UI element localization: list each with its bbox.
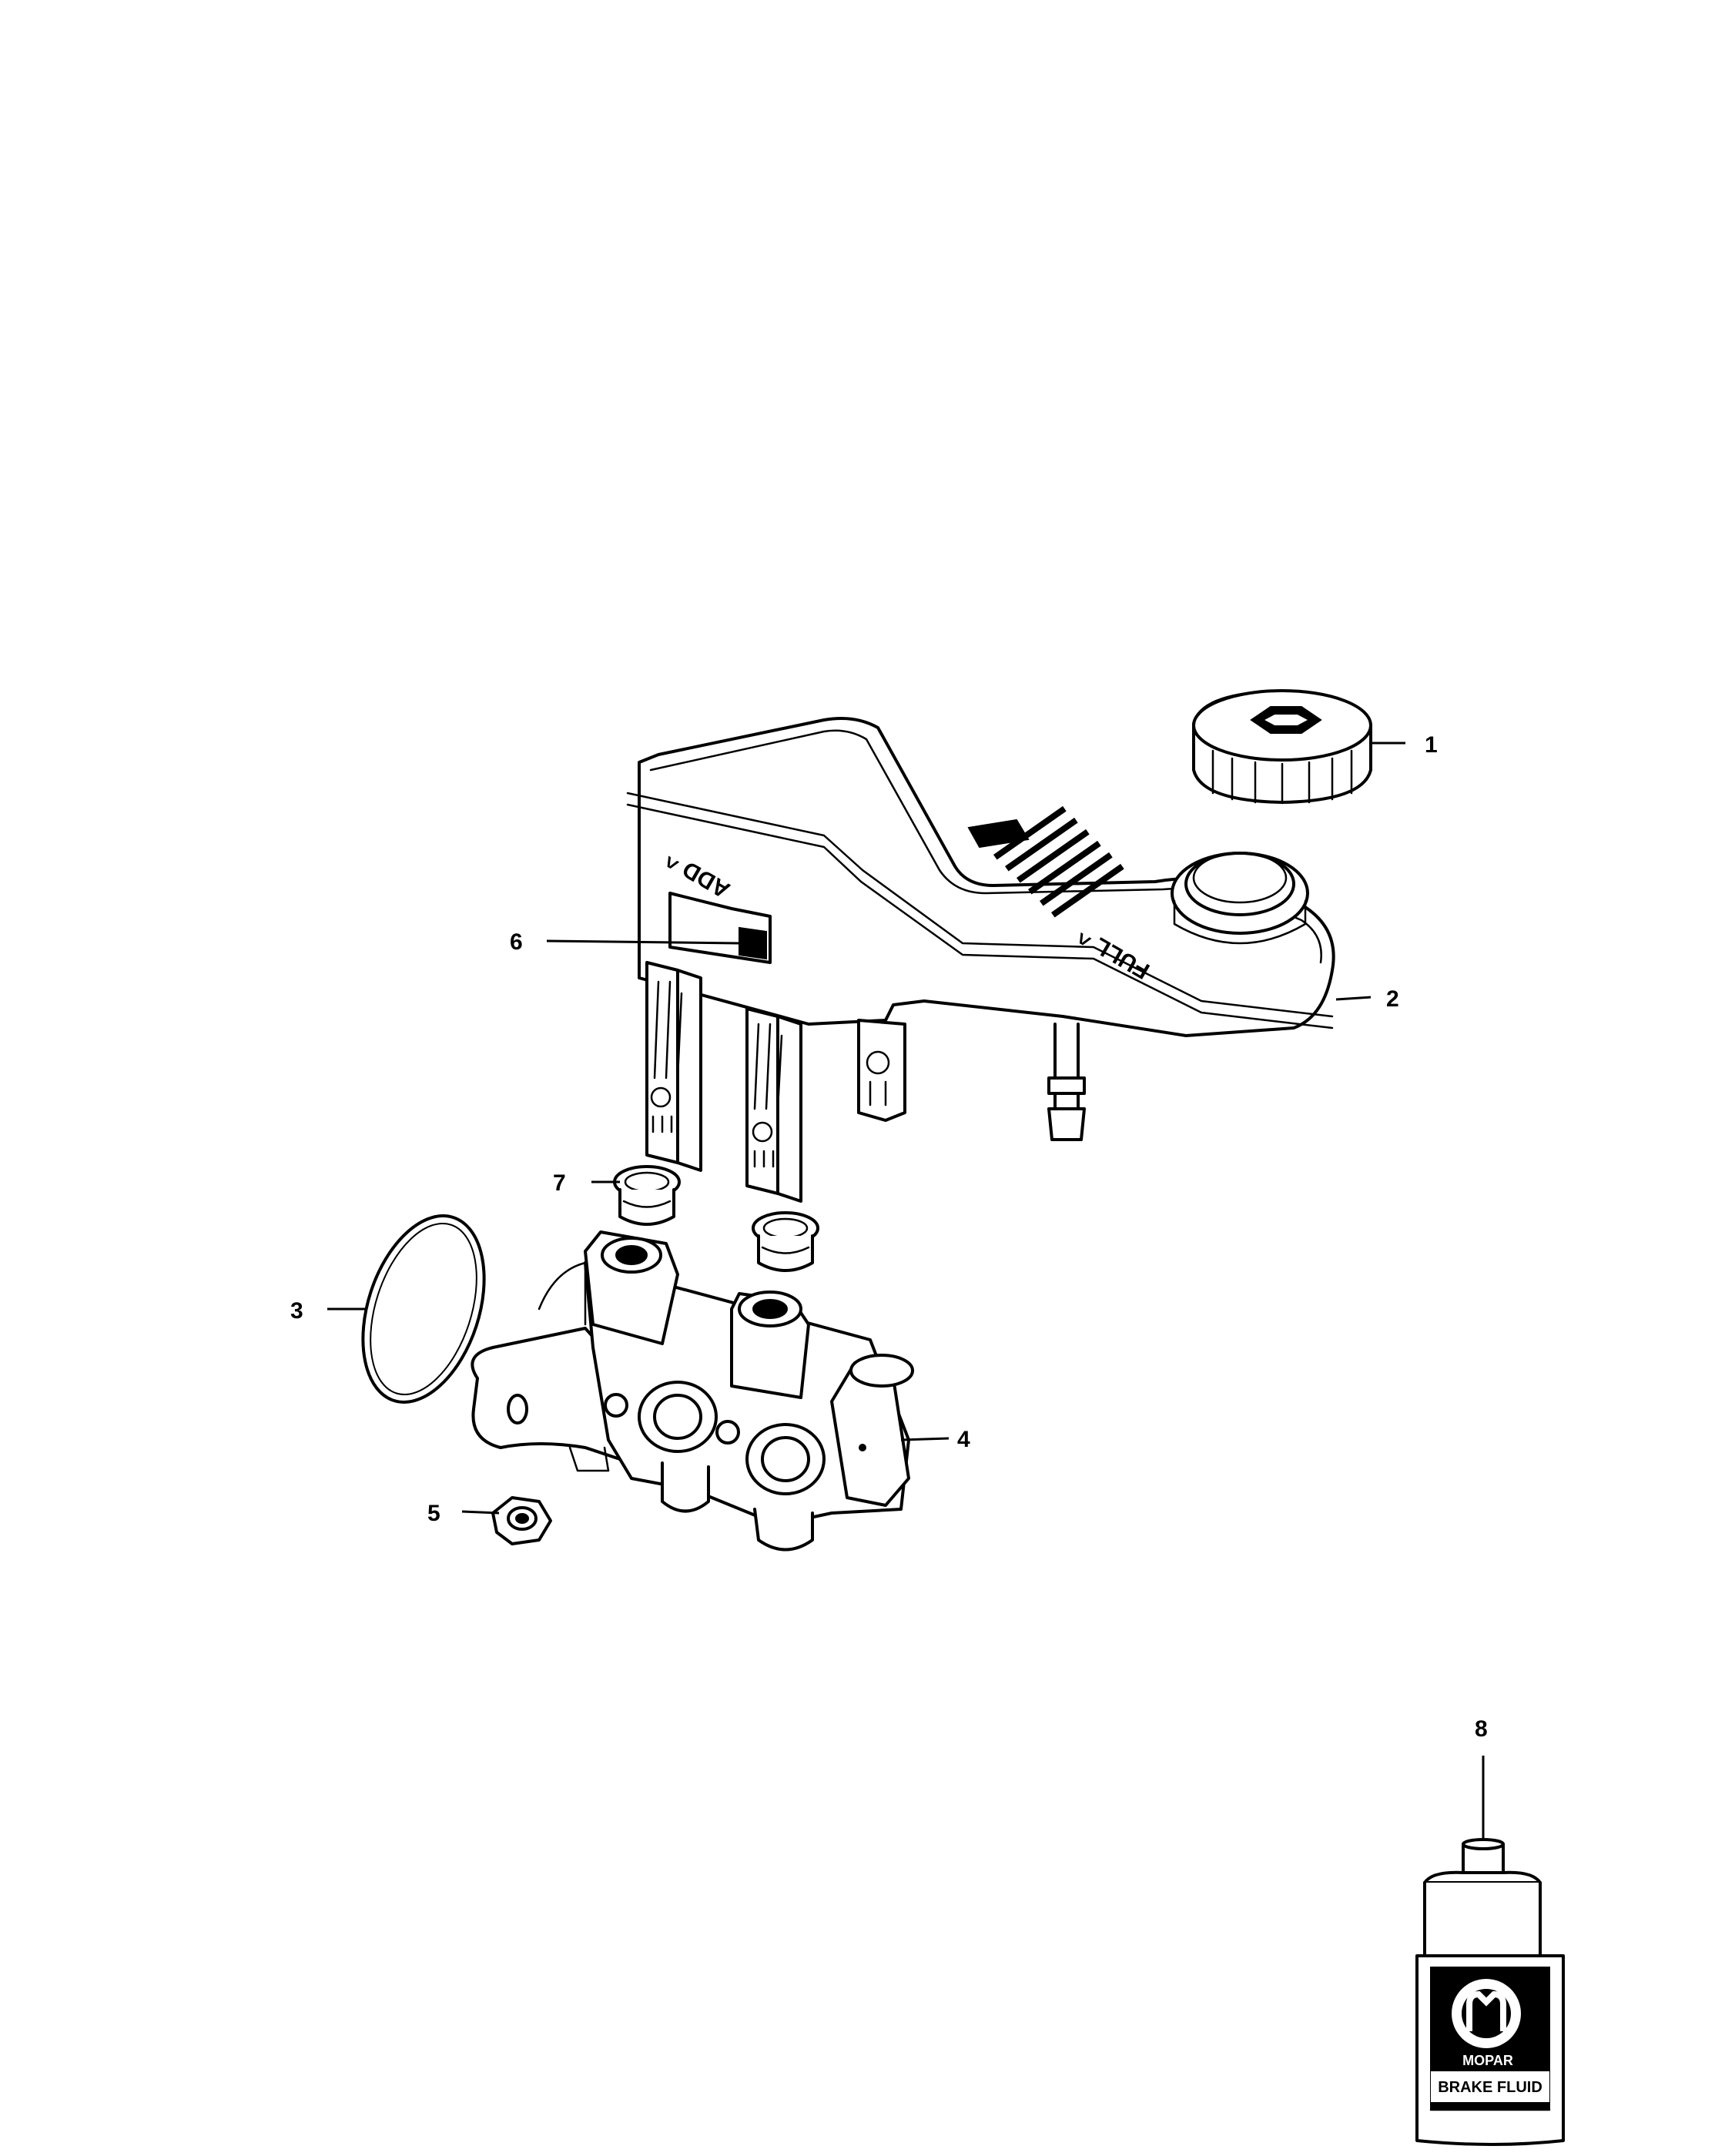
reservoir-cap	[1192, 689, 1372, 805]
master-cylinder-body	[471, 1230, 914, 1552]
callout-labels: 1 2 3 4 5 6 7 8	[290, 732, 1488, 1742]
callout-7: 7	[553, 1170, 566, 1196]
leader-4	[900, 1437, 950, 1441]
reservoir-warning-text	[993, 805, 1124, 918]
brake-fluid-bottle: MOPAR BRAKE FLUID	[1415, 1838, 1565, 2146]
callout-4: 4	[957, 1427, 970, 1452]
o-ring-seal	[361, 1214, 486, 1404]
reservoir-grommets	[613, 1165, 819, 1272]
callout-6: 6	[510, 929, 523, 955]
callout-2: 2	[1386, 986, 1399, 1012]
callout-8: 8	[1475, 1716, 1488, 1742]
callout-5: 5	[427, 1501, 440, 1526]
reservoir-mount-tabs	[645, 961, 906, 1203]
callout-1: 1	[1425, 732, 1438, 758]
callout-3: 3	[290, 1298, 303, 1324]
leader-5	[461, 1510, 500, 1515]
bottle-brand: MOPAR	[1462, 2053, 1513, 2068]
brake-fluid-reservoir: ADD ^ FULL ^	[626, 717, 1335, 1203]
leader-lines	[327, 742, 1485, 1840]
leader-2	[1335, 996, 1372, 1001]
mounting-nut	[491, 1496, 552, 1545]
bottle-product-name: BRAKE FLUID	[1438, 2079, 1542, 2096]
leader-6	[546, 939, 740, 945]
